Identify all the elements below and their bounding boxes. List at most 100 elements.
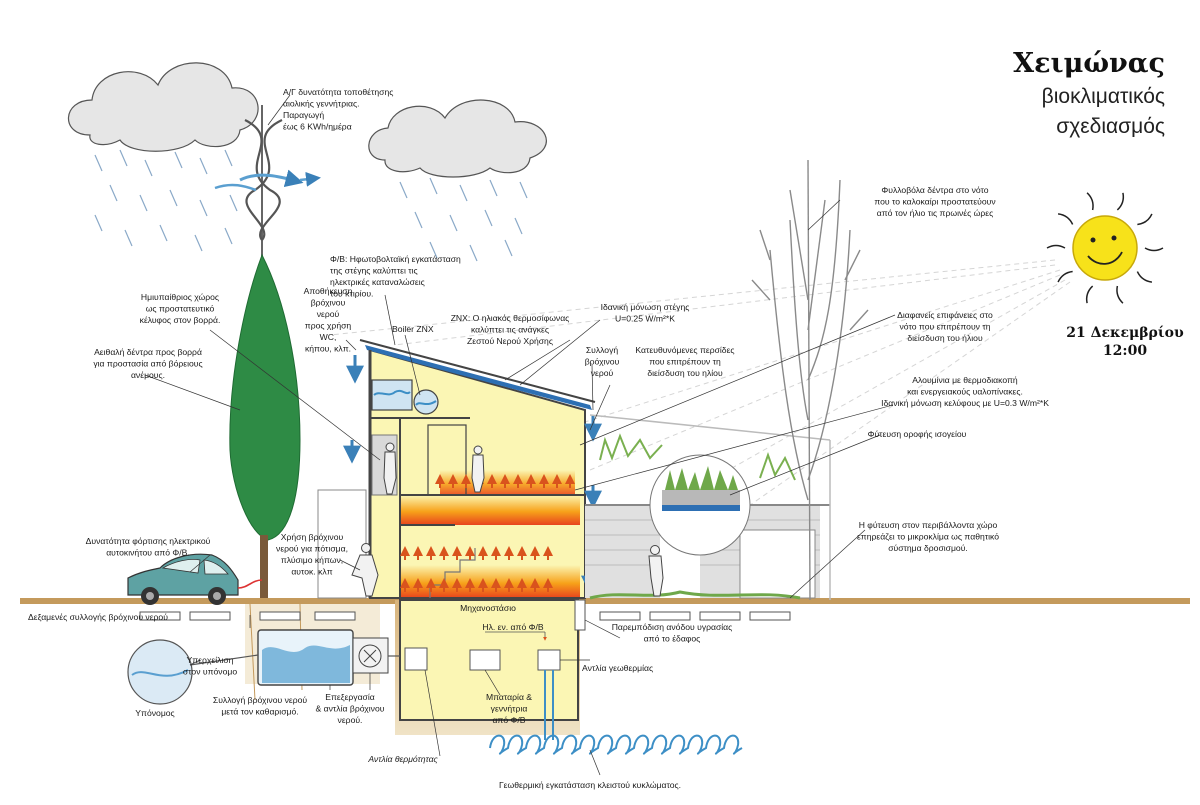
label-line: και ενεργειακούς υαλοπίνακες.	[907, 387, 1023, 397]
green-roof	[589, 433, 801, 600]
label-line: ως προστατευτικό	[146, 304, 215, 314]
label-line: κέλυφος στον βορρά.	[140, 315, 221, 325]
label-line: που επιτρέπουν τη	[649, 357, 721, 367]
car-icon	[127, 553, 263, 605]
label-line: στον υπόνομο	[183, 667, 237, 677]
raindrop	[429, 177, 438, 195]
title-main: Χειμώνας	[1013, 48, 1165, 79]
label-line: βρόχινου	[585, 357, 620, 367]
label-line: Φύτευση οροφής ισογείου	[868, 429, 967, 439]
raindrop	[519, 181, 528, 199]
raindrop	[459, 184, 468, 202]
raindrop	[224, 227, 233, 245]
label-line: Αποθήκευση	[304, 286, 353, 296]
sun-ray	[1057, 270, 1073, 283]
raindrop	[174, 151, 183, 169]
label-line: U=0.25 W/m²*K	[615, 314, 675, 324]
label-line: του κτιρίου.	[330, 289, 373, 299]
label-line: Διαφανείς επιφάνειες στο	[897, 310, 993, 320]
label-line: Η φύτευση στον περιβάλλοντα χώρο	[859, 520, 998, 530]
label-line: βρόχινου	[311, 298, 346, 308]
label-line: Παρεμπόδιση ανόδου υγρασίας	[612, 622, 733, 632]
label-line: κήπου, κλπ.	[305, 344, 351, 354]
raindrop	[169, 189, 178, 207]
label-line: Υπόνομος	[135, 708, 174, 718]
raindrop	[489, 179, 498, 197]
label-line: νότο που επιτρέπουν τη	[900, 322, 991, 332]
label-line: Επεξεργασία	[325, 692, 375, 702]
label-boiler: Boiler ZNX	[392, 324, 434, 334]
label-line: Ιδανική μόνωση κελύφους με U=0.3 W/m²*K	[881, 398, 1049, 408]
sun-ray	[1046, 244, 1066, 249]
sun-ray	[1136, 271, 1153, 283]
label-line: νερού	[317, 309, 340, 319]
raindrop	[139, 194, 148, 212]
label-line: Αλουμίνια με θερμοδιακοπή	[912, 375, 1018, 385]
raindrop	[399, 181, 408, 199]
sun-ray	[1116, 192, 1125, 211]
label-tanks: Δεξαμενές συλλογής βρόχινου νερού	[28, 612, 168, 622]
leader-lines	[144, 94, 896, 776]
heat-arrows	[400, 474, 575, 592]
label-line: Μηχανοστάσιο	[460, 603, 516, 613]
label-line: Φυλλοβόλα δέντρα στο νότο	[881, 185, 988, 195]
label-line: Ζεστού Νερού Χρήσης	[467, 336, 553, 346]
sun-ray	[1086, 192, 1094, 211]
label-line: Συλλογή	[586, 345, 619, 355]
label-line: WC,	[320, 332, 337, 342]
label-line: Υπερχείλιση	[187, 655, 234, 665]
label-line: που το καλοκαίρι προστατεύουν	[874, 197, 995, 207]
label-pv-power: Ηλ. εν. από Φ/Β	[482, 622, 543, 632]
label-line: από τον ήλιο τις πρωινές ώρες	[877, 208, 993, 218]
raindrop	[119, 149, 128, 167]
label-line: προς χρήση	[305, 321, 352, 331]
label-glazing: Διαφανείς επιφάνειες στο νότο που επιτρέπ…	[897, 310, 993, 343]
pipe-coil-icon	[489, 670, 743, 755]
label-line: γεννήτρια	[491, 704, 528, 714]
raindrop	[414, 211, 423, 229]
coil-loop	[489, 734, 743, 755]
label-sewer: Υπόνομος	[135, 708, 174, 718]
sun-rays	[329, 259, 1071, 541]
label-microclimate: Η φύτευση στον περιβάλλοντα χώρο επηρεάζε…	[857, 520, 999, 553]
label-overflow: Υπερχείλιση στον υπόνομο	[183, 655, 237, 677]
label-line: Αντλία θερμότητας	[367, 754, 438, 764]
label-line: Γεωθερμική εγκατάσταση κλειστού κυκλώματ…	[499, 780, 681, 790]
label-line: Α/Γ δυνατότητα τοποθέτησης	[283, 87, 393, 97]
raindrop	[144, 159, 153, 177]
label-machine-room: Μηχανοστάσιο	[460, 603, 516, 613]
title-block: Χειμώνας βιοκλιματικός σχεδιασμός	[1013, 48, 1165, 138]
sun-ray	[1085, 285, 1094, 304]
label-line: Δεξαμενές συλλογής βρόχινου νερού	[28, 612, 168, 622]
label-line: & αντλία βρόχινου	[316, 704, 385, 714]
label-line: επηρεάζει το μικροκλίμα ως παθητικό	[857, 532, 999, 542]
raindrop	[94, 214, 103, 232]
label-line: Αντλία γεωθερμίας	[582, 663, 653, 673]
label-line: μετά τον καθαρισμό.	[221, 707, 298, 717]
label-line: σύστημα δροσισμού.	[888, 543, 968, 553]
extension-wall	[585, 414, 831, 600]
raindrop	[484, 209, 493, 227]
sun-ray	[1137, 213, 1153, 226]
raindrop	[199, 157, 208, 175]
cloud-icon	[368, 99, 547, 178]
label-line: Αειθαλή δέντρα προς βορρά	[94, 347, 202, 357]
date-line1: 21 Δεκεμβρίου	[1066, 324, 1184, 341]
label-line: διείσδυση του ηλίου	[647, 368, 723, 378]
label-line: Ημιυπαίθριος χώρος	[141, 292, 219, 302]
label-line: ηλεκτρικές καταναλώσεις	[330, 277, 425, 287]
sun-ray	[1144, 247, 1164, 252]
label-aluminium: Αλουμίνια με θερμοδιακοπή και ενεργειακού…	[881, 375, 1049, 408]
